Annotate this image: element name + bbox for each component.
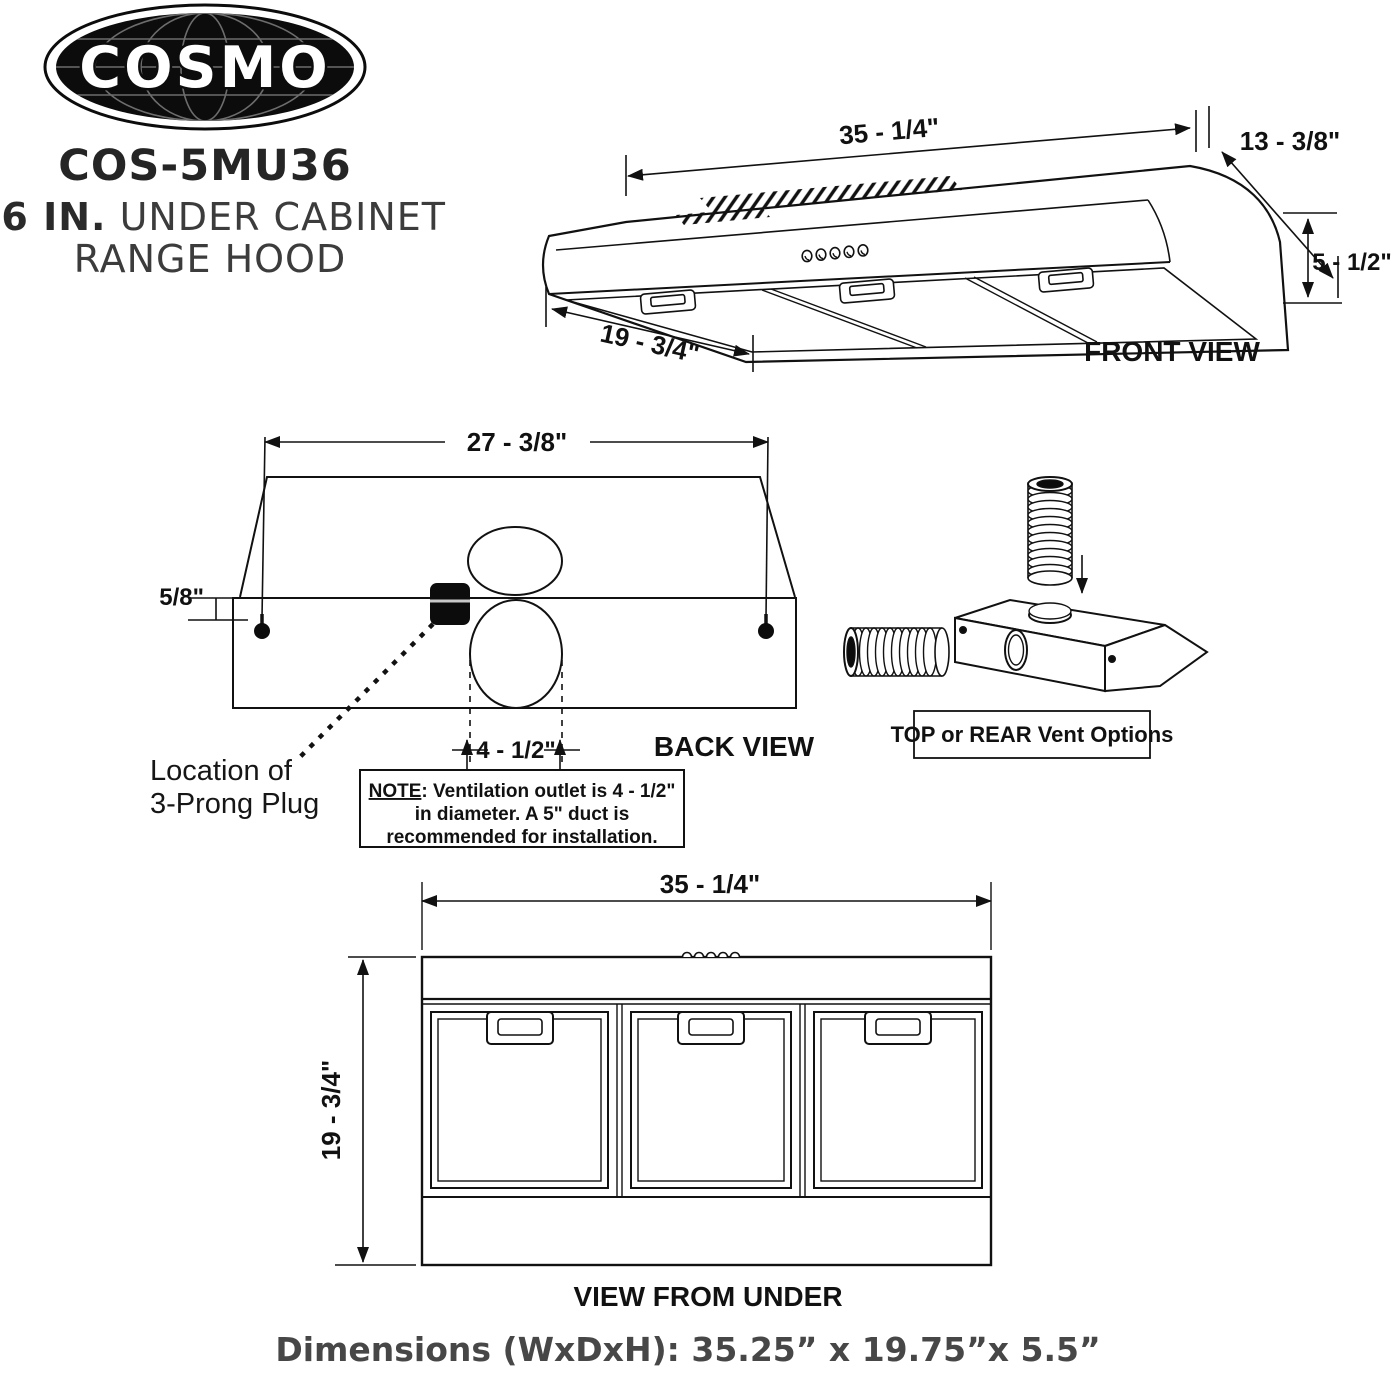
brand-logo: COSMO [43, 3, 367, 131]
filter-dividers [761, 276, 1098, 349]
hood-cap-crease [1147, 199, 1171, 263]
under-dim-width: 35 - 1/4" [421, 869, 992, 950]
back-dim-width-label: 27 - 3/8" [467, 427, 568, 457]
back-view-drawing [232, 476, 797, 759]
under-view: 35 - 1/4" 19 - 3/4" VIEW FROM UNDER [316, 869, 993, 1312]
front-dim-depth: 13 - 3/8" [1221, 126, 1341, 298]
button-bumps [681, 951, 741, 958]
back-view: 27 - 3/8" 5/8" 4 - 1/2" BACK VIEW Locati… [150, 427, 815, 848]
plug-location-label: Location of 3-Prong Plug [150, 755, 319, 820]
hood-front-bottom-edge [548, 261, 1171, 295]
globe-grid-icon [56, 13, 354, 121]
vent-hatching-row2 [676, 207, 770, 225]
front-dim-width: 35 - 1/4" [625, 106, 1210, 196]
title-size: 36 IN. [0, 195, 106, 239]
vent-hole-bottom [469, 599, 563, 709]
under-body [420, 955, 993, 1267]
plug-location-line2: 3-Prong Plug [150, 788, 319, 820]
note-rest: : Ventilation outlet is 4 - 1/2" [421, 781, 675, 802]
product-title-line2: RANGE HOOD [74, 237, 346, 281]
back-dim-width: 27 - 3/8" [261, 427, 769, 619]
title-type: UNDER CABINET [106, 195, 446, 239]
back-dim-offset: 5/8" [159, 584, 248, 621]
under-view-label: VIEW FROM UNDER [573, 1281, 842, 1312]
note-label: NOTE [369, 781, 422, 802]
vent-options-label: TOP or REAR Vent Options [891, 722, 1174, 747]
hood-top-crease [555, 199, 1149, 251]
vent-options: TOP or REAR Vent Options [843, 476, 1209, 759]
front-dim-height: 5 - 1/2" [1283, 212, 1392, 304]
filter-panel-2 [630, 1011, 792, 1189]
note-line1: NOTE: Ventilation outlet is 4 - 1/2" [369, 781, 676, 802]
front-dim-width-label: 35 - 1/4" [838, 112, 941, 151]
panel-dividers [616, 1004, 806, 1197]
back-dim-outlet-label: 4 - 1/2" [476, 737, 555, 764]
plug-location-line1: Location of [150, 755, 293, 787]
power-plug-marker [430, 583, 470, 625]
vent-options-caption: TOP or REAR Vent Options [891, 710, 1174, 759]
front-view: 35 - 1/4" 13 - 3/8" 5 - 1/2" 19 - 3/4" F… [541, 106, 1392, 372]
vent-hatching [700, 176, 962, 212]
back-view-label: BACK VIEW [654, 731, 815, 762]
under-dim-depth-label: 19 - 3/4" [316, 1060, 346, 1161]
product-title-line1: 36 IN. UNDER CABINET [0, 195, 446, 239]
flex-duct-vertical-icon [1027, 476, 1073, 586]
back-dim-offset-label: 5/8" [159, 584, 204, 611]
plug-pointer-line [298, 622, 435, 759]
front-dim-height-label: 5 - 1/2" [1312, 249, 1391, 276]
under-dim-width-label: 35 - 1/4" [660, 869, 761, 899]
front-dim-depth-label: 13 - 3/8" [1240, 126, 1341, 156]
vent-hood-body [954, 598, 1209, 693]
note-box: NOTE: Ventilation outlet is 4 - 1/2" in … [359, 769, 685, 848]
note-line3: recommended for installation. [386, 827, 657, 848]
footer-dimensions: Dimensions (WxDxH): 35.25” x 19.75”x 5.5… [275, 1330, 1100, 1369]
under-view-drawing [420, 951, 993, 1267]
back-dim-outlet: 4 - 1/2" [452, 660, 580, 770]
brand-name: COSMO [79, 35, 331, 101]
note-line2: in diameter. A 5" duct is [415, 804, 630, 825]
flex-duct-horizontal-icon [843, 627, 950, 677]
control-buttons [801, 243, 869, 263]
filter-panel-1 [430, 1011, 609, 1189]
back-top-panel [239, 476, 796, 598]
model-number: COS-5MU36 [58, 141, 351, 191]
vent-hole-top [467, 526, 563, 596]
filter-panel-3 [813, 1011, 983, 1189]
front-view-label: FRONT VIEW [1084, 336, 1260, 367]
under-dim-depth: 19 - 3/4" [316, 956, 416, 1266]
